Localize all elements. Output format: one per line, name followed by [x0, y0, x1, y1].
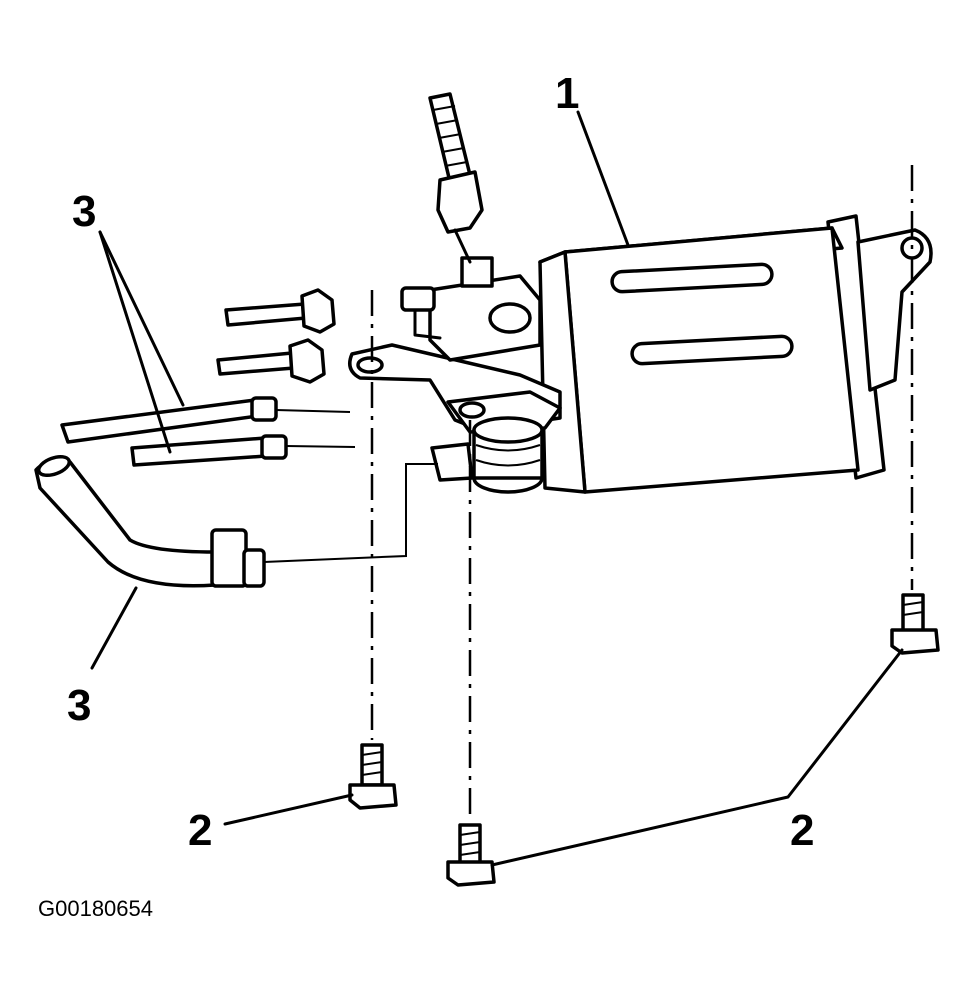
mounting-bracket — [348, 343, 562, 434]
vapor-hose-middle — [130, 434, 356, 467]
canister-valve — [430, 416, 544, 494]
electrical-connector — [428, 92, 484, 264]
callout-2-bolt-right: 2 — [790, 806, 814, 855]
purge-solenoid — [400, 256, 542, 362]
figure-code: G00180654 — [38, 896, 153, 921]
mounting-bolt-right — [890, 593, 940, 655]
callout-1-canister: 1 — [555, 69, 579, 118]
leader-lines — [90, 110, 904, 867]
bracket-bolt-upper — [224, 288, 336, 334]
mounting-bolt-left — [348, 743, 398, 810]
evap-canister — [538, 214, 933, 494]
vapor-hose-lower — [34, 454, 438, 588]
callout-2-bolt-left: 2 — [188, 806, 212, 855]
callout-3-hoses-upper: 3 — [72, 187, 96, 236]
bracket-bolt-lower — [216, 338, 326, 384]
vapor-hose-upper — [60, 396, 351, 444]
mounting-bolt-center — [446, 823, 496, 887]
alignment-lines — [370, 165, 914, 820]
callout-3-hose-lower: 3 — [67, 681, 91, 730]
